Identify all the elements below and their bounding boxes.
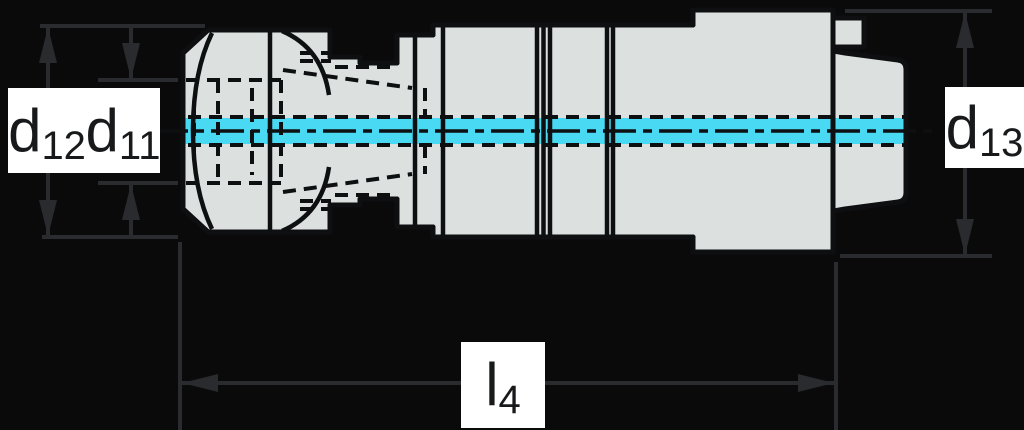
d13-subscript-text: 13 <box>978 120 1024 165</box>
d12-arrow-down <box>39 200 57 236</box>
d13-base-text: d <box>945 93 979 161</box>
d13-arrow-down <box>956 219 974 255</box>
d11-base-text: d <box>85 96 119 164</box>
l4-base-text: l <box>485 351 499 418</box>
d12-subscript-text: 12 <box>41 123 86 168</box>
d12-base-text: d <box>8 96 42 164</box>
d12-arrow-up <box>39 27 57 63</box>
collet-taper-bottom <box>282 172 413 194</box>
silhouette-restroke <box>180 7 836 255</box>
l4-subscript-text: 4 <box>498 378 521 422</box>
collet-taper-top <box>282 68 413 90</box>
d13-arrow-up <box>956 12 974 48</box>
l4-arrow-left <box>182 374 218 392</box>
nut-right-facet-arc-top <box>281 28 332 96</box>
d11-subscript-text: 11 <box>118 123 161 168</box>
d11-arrow-up <box>122 184 140 220</box>
nut-right-facet-arc-bottom <box>281 166 332 234</box>
drive-notch <box>830 15 867 50</box>
l4-arrow-right <box>798 374 834 392</box>
d11-arrow-down <box>122 43 140 79</box>
